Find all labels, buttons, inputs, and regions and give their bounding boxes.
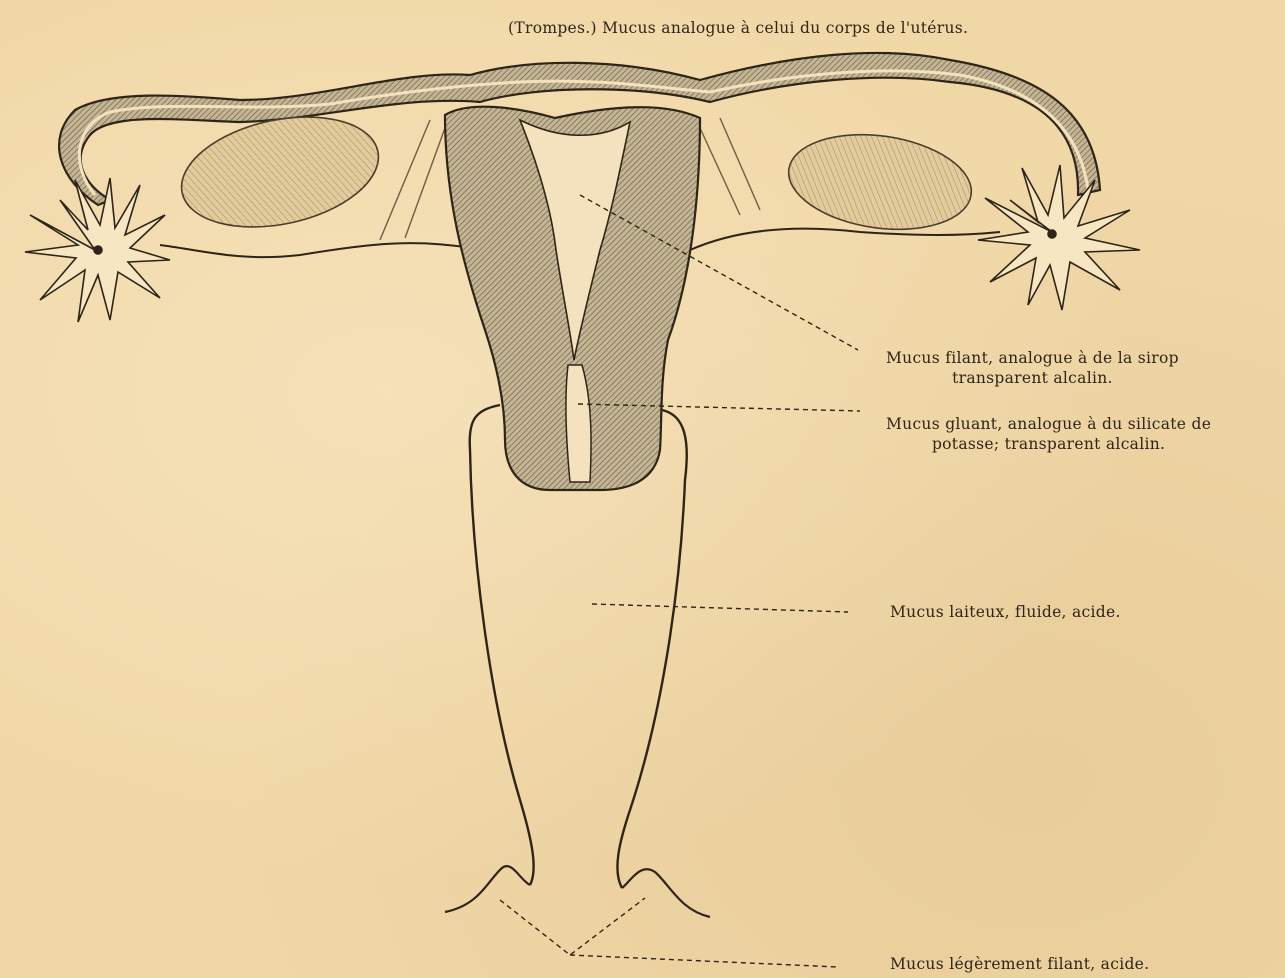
left-ovary <box>171 100 388 243</box>
label-uterine-body-line1: Mucus filant, analogue à de la sirop <box>886 348 1179 368</box>
label-cervix-line2: potasse; transparent alcalin. <box>886 434 1211 454</box>
broad-ligament-left <box>160 243 470 257</box>
right-fimbriae <box>978 165 1140 310</box>
label-cervix: Mucus gluant, analogue à du silicate de … <box>886 414 1211 454</box>
label-vagina: Mucus laiteux, fluide, acide. <box>890 602 1121 622</box>
right-ovary <box>782 124 977 241</box>
label-uterine-body-line2: transparent alcalin. <box>886 368 1179 388</box>
label-cervix-line1: Mucus gluant, analogue à du silicate de <box>886 414 1211 434</box>
broad-ligament-right <box>690 229 1000 250</box>
label-vulva: Mucus légèrement filant, acide. <box>890 954 1149 974</box>
label-uterine-body: Mucus filant, analogue à de la sirop tra… <box>886 348 1179 388</box>
leader-vulva <box>500 898 838 967</box>
labia-right <box>622 869 710 917</box>
round-ligament-left <box>380 120 445 240</box>
label-tubes: (Trompes.) Mucus analogue à celui du cor… <box>508 18 968 38</box>
leader-vagina <box>592 604 848 612</box>
round-ligament-right <box>700 118 760 215</box>
labia-left <box>445 866 530 912</box>
